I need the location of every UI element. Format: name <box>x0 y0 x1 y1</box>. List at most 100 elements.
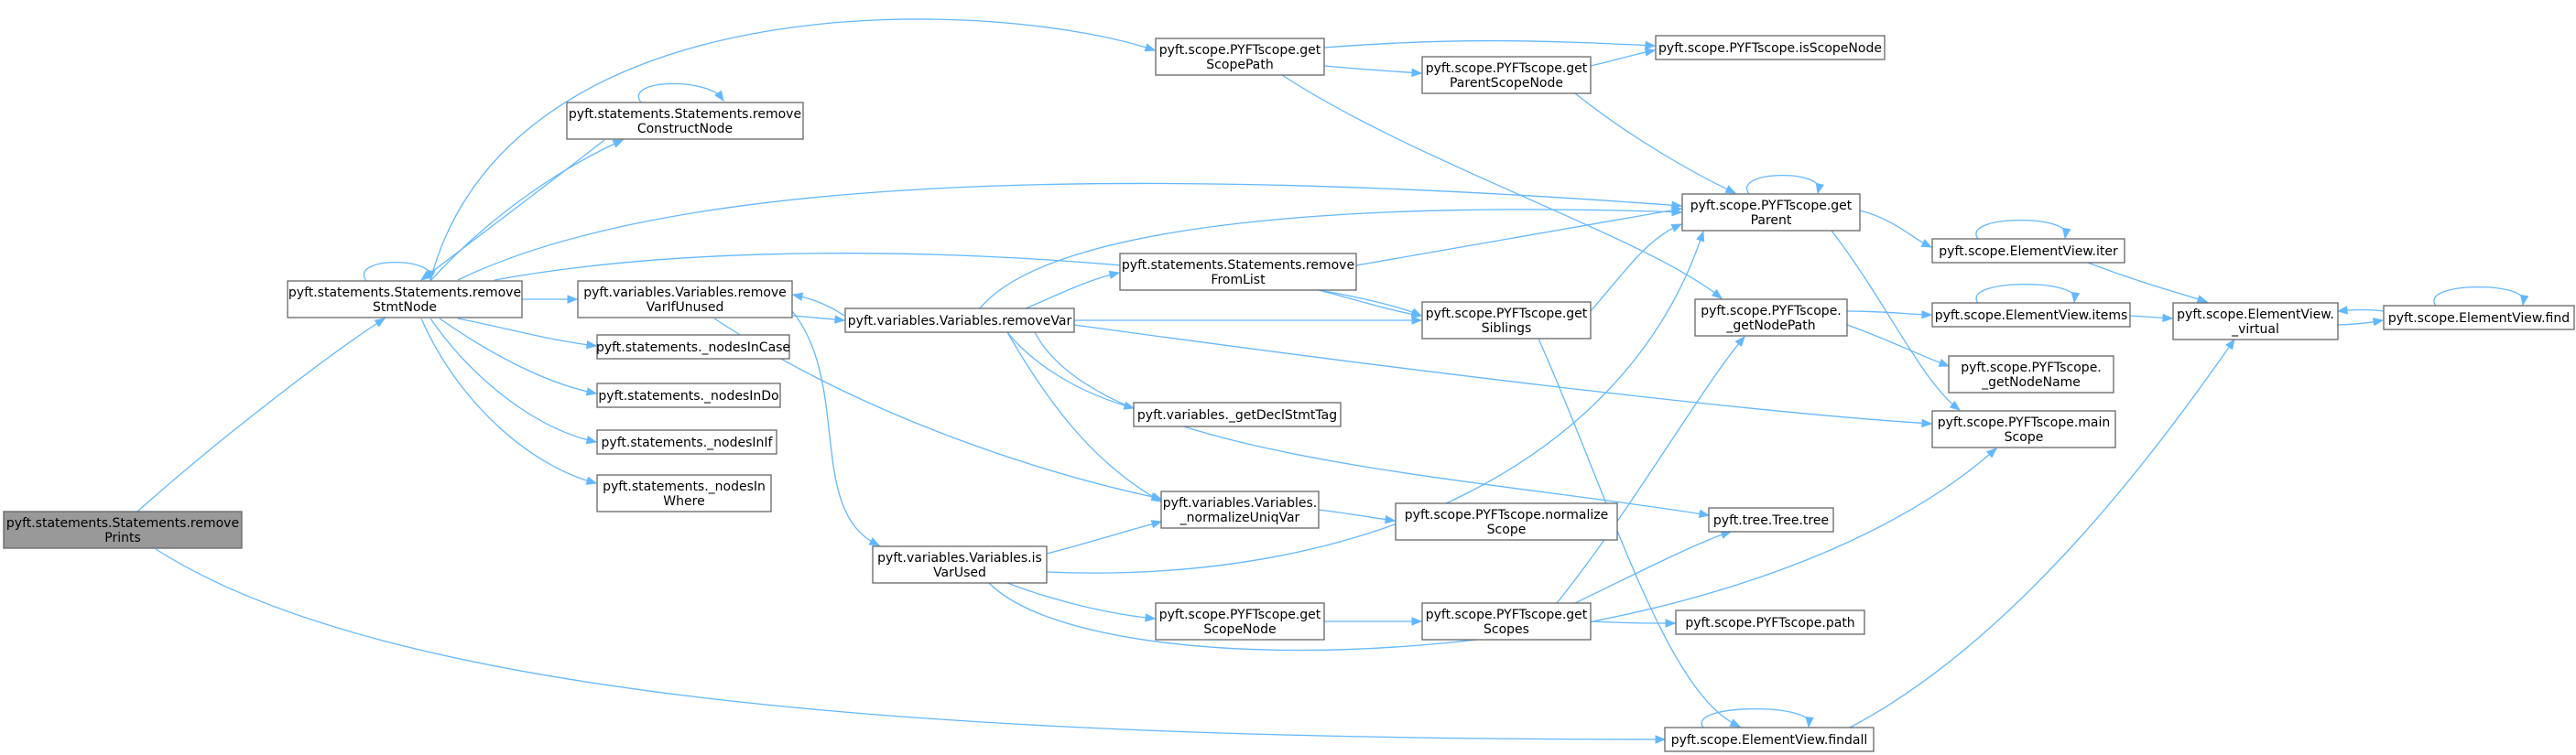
node-label-line: _getNodePath <box>1725 318 1815 333</box>
edge-line <box>1859 210 1932 248</box>
node-virtual[interactable]: pyft.scope.ElementView._virtual <box>2172 302 2339 340</box>
node-label-line: pyft.variables.Variables.remove <box>583 286 787 300</box>
node-findall[interactable]: pyft.scope.ElementView.findall <box>1664 727 1875 752</box>
node-box <box>1675 609 1865 635</box>
edge-get-parent-to-get-parent <box>1745 174 1824 195</box>
node-get-node-path[interactable]: pyft.scope.PYFTscope._getNodePath <box>1694 298 1848 337</box>
edge-arrowhead <box>1670 223 1683 232</box>
edge-get-parent-to-main-scope <box>1831 230 1962 411</box>
node-label-line: pyft.scope.PYFTscope.get <box>1426 307 1588 321</box>
edge-get-scope-path-to-get-node-path <box>1281 74 1723 299</box>
node-path[interactable]: pyft.scope.PYFTscope.path <box>1675 609 1865 635</box>
node-normalize-uniq-var[interactable]: pyft.variables.Variables._normalizeUniqV… <box>1160 491 1320 529</box>
edge-line <box>1831 230 1961 411</box>
node-remove-var-if-unused[interactable]: pyft.variables.Variables.removeVarIfUnus… <box>577 280 793 318</box>
node-label-line: Scope <box>2005 430 2044 445</box>
edge-iter-to-virtual <box>2087 262 2209 304</box>
node-iter[interactable]: pyft.scope.ElementView.iter <box>1931 238 2125 264</box>
node-nodes-in-do[interactable]: pyft.statements._nodesInDo <box>596 383 781 408</box>
edge-line <box>1355 208 1682 266</box>
edge-line <box>2433 286 2525 307</box>
node-remove-construct-node[interactable]: pyft.statements.Statements.removeConstru… <box>566 102 804 140</box>
node-is-scope-node[interactable]: pyft.scope.PYFTscope.isScopeNode <box>1655 35 1886 60</box>
edge-line <box>2087 262 2208 303</box>
edge-line <box>1590 49 1656 67</box>
edge-line <box>429 139 624 282</box>
edge-arrowhead <box>585 387 598 396</box>
edge-line <box>420 318 597 484</box>
edge-line <box>1025 272 1120 309</box>
node-find[interactable]: pyft.scope.ElementView.find <box>2383 305 2575 330</box>
edge-line <box>1538 338 1741 728</box>
node-get-node-name[interactable]: pyft.scope.PYFTscope._getNodeName <box>1948 355 2114 394</box>
node-box <box>1119 253 1357 291</box>
node-label-line: pyft.scope.ElementView.findall <box>1671 733 1868 748</box>
edge-arrowhead <box>1670 206 1683 215</box>
node-nodes-in-if[interactable]: pyft.statements._nodesInIf <box>596 429 777 455</box>
node-get-decl-stmt-tag[interactable]: pyft.variables._getDeclStmtTag <box>1133 402 1342 427</box>
edge-get-node-path-to-get-node-name <box>1846 324 1951 367</box>
edge-arrowhead <box>1645 40 1657 50</box>
node-box <box>596 383 781 408</box>
edge-remove-construct-node-to-remove-construct-node <box>637 82 724 103</box>
edge-line <box>1975 219 2067 240</box>
node-label-line: pyft.scope.PYFTscope.normalize <box>1405 508 1608 523</box>
node-label-line: pyft.variables.Variables.removeVar <box>848 314 1072 329</box>
edge-remove-var-to-get-decl-stmt-tag <box>1006 331 1136 410</box>
edge-line <box>1318 509 1396 522</box>
node-box <box>1421 602 1592 641</box>
node-box <box>1931 238 2125 264</box>
node-label-line: Parent <box>1751 213 1792 228</box>
node-tree-tree[interactable]: pyft.tree.Tree.tree <box>1708 507 1834 533</box>
node-remove-from-list[interactable]: pyft.statements.Statements.removeFromLis… <box>1119 253 1357 291</box>
edge-arrowhead <box>1938 358 1951 367</box>
edge-normalize-uniq-var-to-normalize-scope <box>1318 509 1397 524</box>
edge-line <box>1574 92 1736 194</box>
node-label-line: _normalizeUniqVar <box>1179 511 1300 525</box>
edge-arrowhead <box>868 537 881 546</box>
edge-is-var-used-to-main-scope <box>988 448 1998 652</box>
edge-findall-to-virtual <box>1849 338 2235 728</box>
node-label-line: Siblings <box>1482 321 1532 336</box>
node-label-line: pyft.statements._nodesInIf <box>602 436 774 450</box>
edge-get-scopes-to-path <box>1590 619 1677 628</box>
node-remove-var[interactable]: pyft.variables.Variables.removeVar <box>844 307 1075 333</box>
node-label-line: ConstructNode <box>637 122 733 136</box>
node-nodes-in-case[interactable]: pyft.statements._nodesInCase <box>596 334 790 360</box>
edge-arrowhead <box>1985 448 1998 458</box>
edge-line <box>1034 331 1710 516</box>
node-items[interactable]: pyft.scope.ElementView.items <box>1931 302 2131 328</box>
edge-remove-prints-to-remove-stmt-node <box>136 318 386 512</box>
node-remove-stmt-node[interactable]: pyft.statements.Statements.removeStmtNod… <box>287 280 523 318</box>
node-label-line: pyft.scope.PYFTscope.path <box>1685 616 1854 631</box>
node-label-line: pyft.scope.PYFTscope.get <box>1159 608 1321 622</box>
edge-arrowhead <box>1411 68 1423 78</box>
edge-arrowhead <box>791 292 804 301</box>
edge-remove-stmt-node-to-get-parent <box>457 182 1683 281</box>
edge-arrowhead <box>1644 48 1657 57</box>
call-edges <box>136 18 2529 744</box>
node-label-line: pyft.variables._getDeclStmtTag <box>1137 408 1337 423</box>
node-label-line: VarUsed <box>933 566 986 580</box>
edge-arrowhead <box>567 295 579 304</box>
edge-line <box>1323 65 1422 74</box>
edge-arrowhead <box>1711 288 1723 299</box>
node-label-line: pyft.statements.Statements.remove <box>6 516 239 531</box>
edge-get-scopes-to-tree-tree <box>1574 530 1733 604</box>
edge-arrowhead <box>1410 309 1423 318</box>
node-label-line: pyft.statements._nodesInDo <box>598 389 778 404</box>
edge-get-scope-path-to-get-parent-scope-node <box>1323 65 1423 78</box>
node-label-line: Scopes <box>1484 622 1529 637</box>
node-box <box>3 511 243 549</box>
